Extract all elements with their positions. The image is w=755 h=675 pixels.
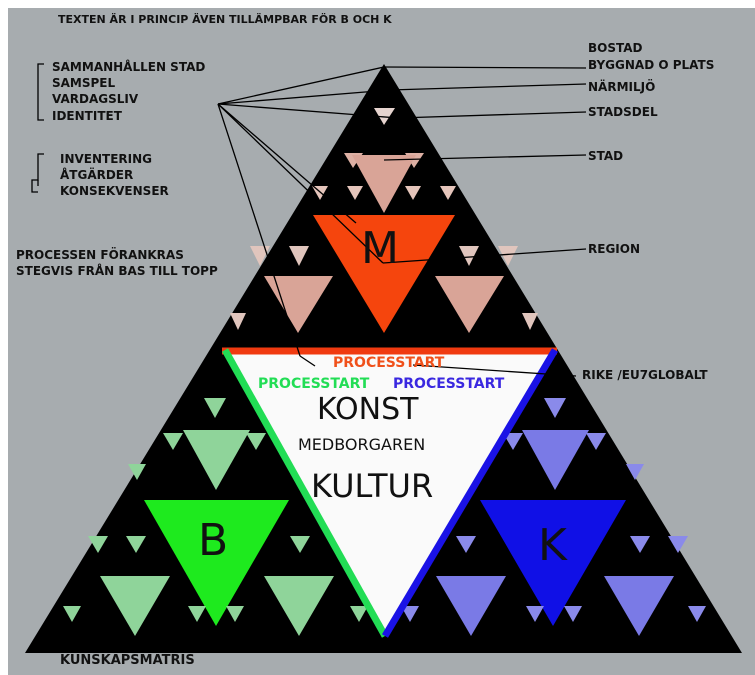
process-note-line: PROCESSEN FÖRANKRAS	[16, 248, 184, 262]
k-triangle	[480, 500, 626, 626]
right-small-triangle	[630, 536, 650, 553]
left-small-triangle	[204, 398, 226, 418]
left-small-triangle	[63, 606, 81, 622]
top-big-triangle	[435, 276, 504, 333]
right-small-triangle	[503, 433, 523, 450]
top-small-triangle	[405, 186, 421, 200]
right-small-triangle	[526, 606, 544, 622]
connector-lines	[31, 63, 587, 377]
left-small-triangle	[350, 606, 368, 622]
right-small-triangle	[668, 536, 688, 553]
right-small-triangle	[401, 606, 419, 622]
left-big-triangle	[264, 576, 334, 636]
right-section	[401, 398, 706, 636]
stad-triangle	[352, 155, 416, 213]
group1-item: SAMMANHÅLLEN STAD	[52, 60, 206, 74]
corner-m-label: M	[361, 223, 399, 274]
pyramid-svg	[25, 63, 742, 653]
left-small-triangle	[163, 433, 183, 450]
left-small-triangle	[290, 536, 310, 553]
left-small-triangle	[128, 464, 146, 480]
processtart-top: PROCESSTART	[333, 355, 445, 371]
edge-blue	[381, 348, 559, 638]
level-region: REGION	[588, 242, 640, 256]
processtart-left: PROCESSTART	[258, 376, 370, 392]
level-bostad: BOSTAD	[588, 41, 643, 55]
top-small-triangle	[347, 186, 363, 200]
diagram-canvas: TEXTEN ÄR I PRINCIP ÄVEN TILLÄMPBAR FÖR …	[8, 8, 755, 675]
footer-label: KUNSKAPSMATRIS	[60, 653, 195, 668]
left-big-triangle	[100, 576, 170, 636]
group1-item: IDENTITET	[52, 109, 122, 123]
top-small-triangle	[440, 186, 456, 200]
right-small-triangle	[544, 398, 566, 418]
level-narmiljo: NÄRMILJÖ	[588, 80, 656, 94]
kultur-label: KULTUR	[311, 467, 434, 505]
top-small-triangle	[312, 186, 328, 200]
center-triangle	[225, 350, 555, 636]
group2-item: INVENTERING	[60, 152, 153, 166]
processtart-right: PROCESSTART	[393, 376, 505, 392]
medborgaren-label: MEDBORGAREN	[298, 435, 426, 454]
corner-b-label: B	[198, 515, 229, 566]
top-small-triangle	[459, 246, 479, 266]
left-small-triangle	[188, 606, 206, 622]
konst-label: KONST	[317, 392, 419, 427]
b-triangle	[144, 500, 289, 626]
header-note: TEXTEN ÄR I PRINCIP ÄVEN TILLÄMPBAR FÖR …	[58, 13, 392, 26]
edge-green	[221, 348, 389, 638]
top-small-triangle	[498, 246, 518, 266]
right-big-triangle	[522, 430, 589, 490]
top-section	[230, 108, 538, 333]
top-small-triangle	[250, 246, 270, 266]
right-small-triangle	[688, 606, 706, 622]
group1-item: VARDAGSLIV	[52, 92, 139, 106]
group1-item: SAMSPEL	[52, 76, 116, 90]
left-section	[63, 398, 368, 636]
level-stad: STAD	[588, 149, 624, 163]
right-big-triangle	[436, 576, 506, 636]
level-stadsdel: STADSDEL	[588, 105, 658, 119]
region-triangle	[313, 215, 455, 333]
group2-item: ÅTGÄRDER	[60, 168, 134, 182]
right-small-triangle	[564, 606, 582, 622]
top-small-triangle	[289, 246, 309, 266]
top-small-triangle	[230, 313, 246, 330]
right-small-triangle	[626, 464, 644, 480]
left-small-triangle	[126, 536, 146, 553]
right-small-triangle	[456, 536, 476, 553]
left-small-triangle	[88, 536, 108, 553]
level-rike: RIKE /EU7GLOBALT	[582, 368, 708, 382]
level-byggnad: BYGGNAD O PLATS	[588, 58, 715, 72]
corner-k-label: K	[538, 520, 567, 571]
top-small-triangle	[522, 313, 538, 330]
left-small-triangle	[246, 433, 266, 450]
process-note-line: STEGVIS FRÅN BAS TILL TOPP	[16, 264, 218, 278]
right-small-triangle	[586, 433, 606, 450]
right-big-triangle	[604, 576, 674, 636]
top-big-triangle	[264, 276, 333, 333]
left-big-triangle	[183, 430, 250, 490]
left-small-triangle	[226, 606, 244, 622]
group2-item: KONSEKVENSER	[60, 184, 169, 198]
